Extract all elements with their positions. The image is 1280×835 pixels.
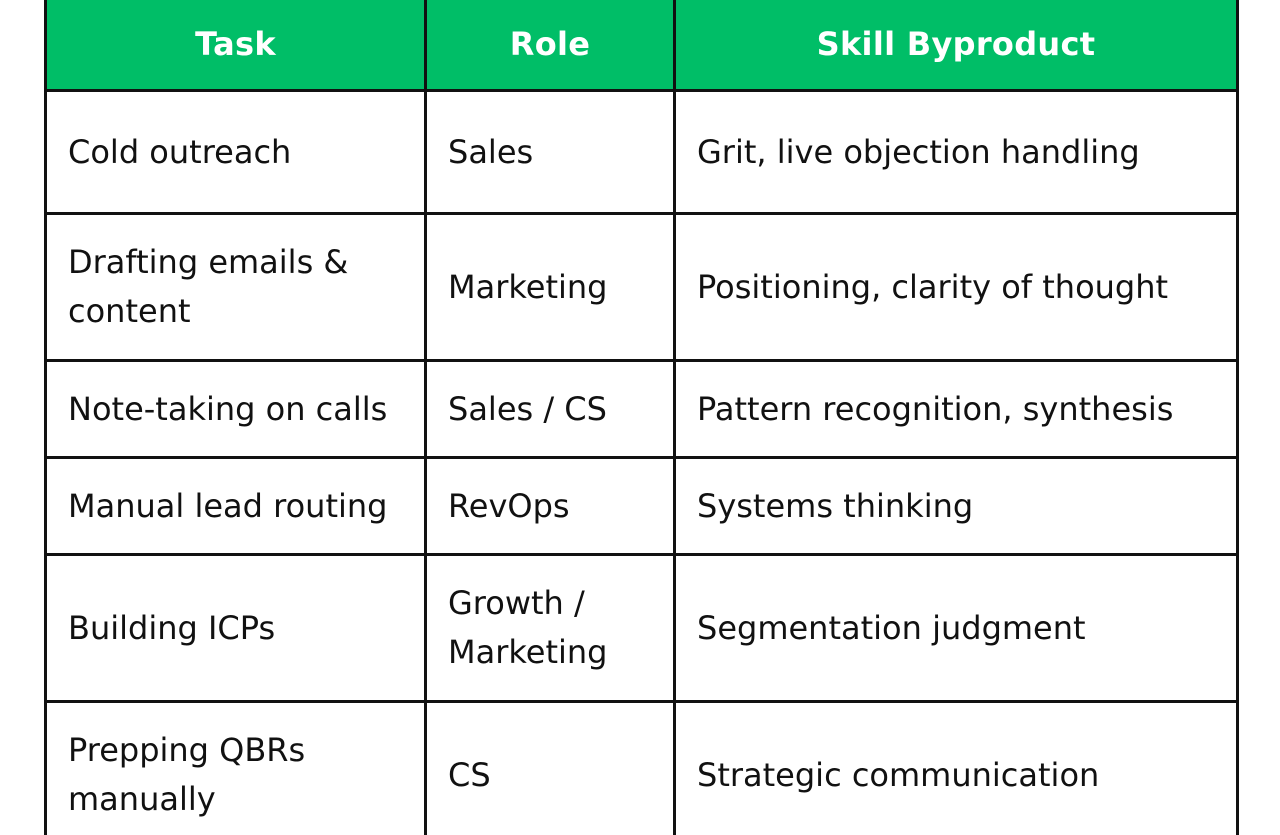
skill-cell: Positioning, clarity of thought [673, 212, 1239, 362]
role-cell: RevOps [424, 456, 676, 556]
role-cell: Sales / CS [424, 359, 676, 459]
table-row: Note-taking on calls Sales / CS Pattern … [44, 359, 1239, 459]
skill-cell: Grit, live objection handling [673, 89, 1239, 215]
task-cell: Note-taking on calls [44, 359, 427, 459]
role-cell: CS [424, 700, 676, 835]
table-row: Drafting emails & content Marketing Posi… [44, 212, 1239, 362]
header-row: Task Role Skill Byproduct [44, 0, 1239, 92]
table-row: Manual lead routing RevOps Systems think… [44, 456, 1239, 556]
task-cell: Prepping QBRs manually [44, 700, 427, 835]
skill-cell: Systems thinking [673, 456, 1239, 556]
skills-table: Task Role Skill Byproduct Cold outreach … [44, 0, 1239, 835]
table-row: Cold outreach Sales Grit, live objection… [44, 89, 1239, 215]
skill-cell: Segmentation judgment [673, 553, 1239, 703]
task-cell: Drafting emails & content [44, 212, 427, 362]
header-task: Task [44, 0, 427, 92]
task-cell: Manual lead routing [44, 456, 427, 556]
role-cell: Growth / Marketing [424, 553, 676, 703]
task-cell: Building ICPs [44, 553, 427, 703]
skill-cell: Strategic communication [673, 700, 1239, 835]
table-row: Prepping QBRs manually CS Strategic comm… [44, 700, 1239, 835]
task-cell: Cold outreach [44, 89, 427, 215]
role-cell: Marketing [424, 212, 676, 362]
role-cell: Sales [424, 89, 676, 215]
header-role: Role [424, 0, 676, 92]
header-skill-byproduct: Skill Byproduct [673, 0, 1239, 92]
table-row: Building ICPs Growth / Marketing Segment… [44, 553, 1239, 703]
skill-cell: Pattern recognition, synthesis [673, 359, 1239, 459]
